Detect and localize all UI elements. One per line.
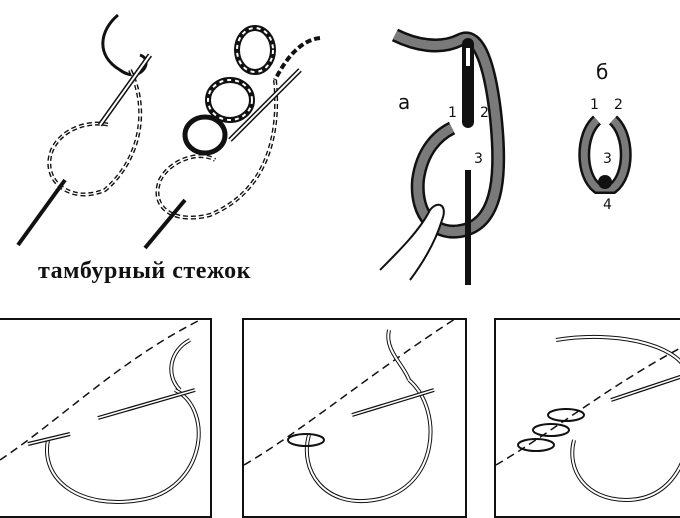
step-panel-3 — [494, 318, 680, 518]
diagram-canvas: тамбурный стежок а 1 2 3 б 1 2 3 4 — [0, 0, 680, 505]
step-panel-2 — [242, 318, 467, 518]
diagram-a-point-2: 2 — [480, 106, 489, 120]
chain-stitch-illustration — [0, 0, 340, 260]
chain-stitch-step-1 — [18, 15, 150, 245]
chain-stitch-caption: тамбурный стежок — [38, 258, 251, 285]
diagram-b-point-2: 2 — [614, 98, 623, 112]
diagram-b-point-3: 3 — [603, 152, 612, 166]
step-panel-1 — [0, 318, 212, 518]
chain-stitch-step-2 — [145, 28, 320, 248]
diagram-b-label: б — [596, 62, 608, 82]
diagram-a-point-1: 1 — [448, 106, 457, 120]
diagram-a — [370, 0, 600, 300]
diagram-a-label: а — [398, 92, 410, 112]
diagram-b-point-4: 4 — [603, 198, 612, 212]
diagram-b-point-1: 1 — [590, 98, 599, 112]
diagram-a-point-3: 3 — [474, 152, 483, 166]
